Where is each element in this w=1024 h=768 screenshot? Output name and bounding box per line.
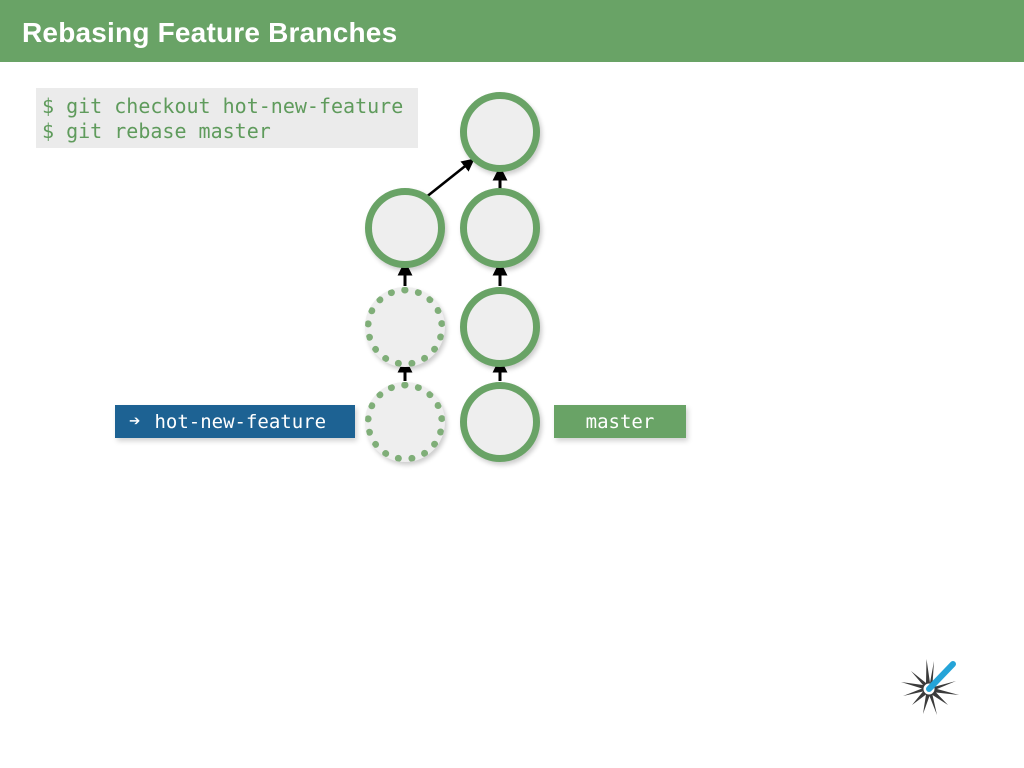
- arrow-feature-top-to-master-top: [424, 158, 475, 200]
- commit-node-feature-dotted-bottom: [365, 382, 445, 462]
- commit-node-master-third: [460, 287, 540, 367]
- commit-node-feature-solid-top: [365, 188, 445, 268]
- commit-node-master-second: [460, 188, 540, 268]
- starburst-logo: [901, 659, 959, 715]
- code-block: $ git checkout hot-new-feature $ git reb…: [36, 88, 418, 148]
- branch-label-master-text: master: [585, 410, 655, 433]
- branch-label-hot-new-feature[interactable]: ➔ hot-new-feature: [115, 405, 355, 438]
- commit-node-master-top: [460, 92, 540, 172]
- branch-label-feature-text: hot-new-feature: [154, 410, 327, 433]
- page-title: Rebasing Feature Branches: [22, 17, 398, 48]
- starburst-accent-stroke: [926, 661, 956, 692]
- code-line-2: $ git rebase master: [42, 119, 271, 143]
- header-bar: [0, 0, 1024, 62]
- code-line-1: $ git checkout hot-new-feature: [42, 94, 404, 118]
- commit-node-master-base: [460, 382, 540, 462]
- branch-label-master[interactable]: master: [554, 405, 686, 438]
- commit-node-feature-dotted-mid: [365, 287, 445, 367]
- head-pointer-icon: ➔: [129, 410, 141, 432]
